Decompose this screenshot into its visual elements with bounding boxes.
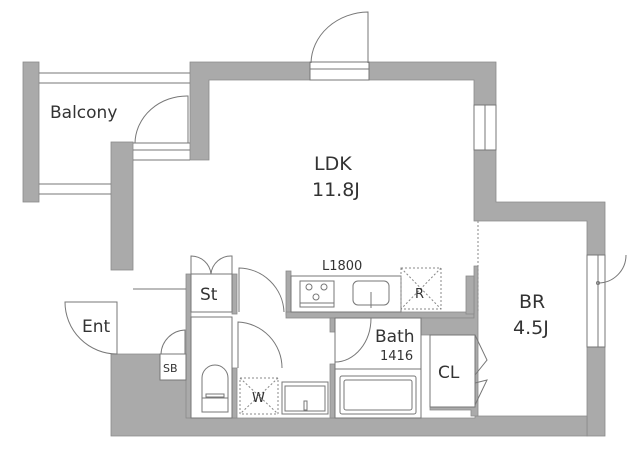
storage: St	[190, 255, 233, 313]
vanity-sink	[281, 381, 329, 415]
balcony-label: Balcony	[50, 103, 117, 123]
washroom-door[interactable]	[237, 321, 283, 369]
br-size-label: 4.5J	[513, 317, 549, 339]
ldk-north-west-wall	[189, 61, 311, 161]
balcony: Balcony	[39, 72, 190, 195]
balcony-outer-wall	[22, 61, 40, 203]
closet: CL	[429, 334, 488, 408]
storage-east-wall	[231, 273, 238, 315]
wc-west-wall	[185, 273, 192, 419]
bathtub-icon	[339, 375, 417, 415]
br-label: BR	[519, 291, 545, 313]
refrigerator-label: R	[415, 287, 424, 302]
washer-space	[239, 377, 279, 415]
entrance-label: Ent	[82, 317, 111, 337]
kitchen-counter	[290, 275, 402, 313]
bath-door[interactable]	[334, 317, 372, 363]
bath-label: Bath	[375, 327, 415, 347]
br-north-wall	[473, 149, 606, 256]
washer-label: W	[252, 391, 265, 406]
west-wall	[110, 141, 134, 271]
closet-door-lower[interactable]	[474, 379, 488, 406]
closet-label: CL	[438, 363, 460, 383]
shoe-box-label: SB	[163, 362, 178, 375]
ldk-north-east-wall	[368, 61, 497, 106]
ldk-north-door[interactable]	[309, 11, 370, 81]
storage-door-left[interactable]	[190, 255, 212, 275]
stove-icon	[299, 280, 335, 308]
kitchen-end-wall	[465, 275, 475, 315]
br-east-door[interactable]	[586, 254, 627, 348]
shoe-box-door[interactable]	[160, 329, 186, 355]
bath-size-label: 1416	[380, 349, 413, 364]
ldk-corridor-door[interactable]	[238, 267, 285, 313]
storage-door-right[interactable]	[210, 255, 233, 275]
entrance: Ent SB	[64, 288, 187, 381]
bathroom: Bath 1416	[334, 317, 422, 419]
ldk-east-window	[473, 104, 497, 151]
storage-label: St	[200, 285, 218, 305]
ldk-size-label: 11.8J	[312, 179, 360, 201]
wc-east-wall	[231, 367, 238, 419]
entrance-door[interactable]	[64, 301, 118, 355]
kitchen: L1800 R	[290, 259, 442, 313]
washroom: W	[190, 316, 329, 419]
balcony-door[interactable]	[134, 95, 189, 144]
kitchen-west-wall	[285, 270, 292, 316]
bath-door-jamb	[329, 317, 336, 333]
bath-west-wall	[329, 363, 336, 419]
refrigerator-space	[400, 267, 442, 310]
br-east-wall	[586, 346, 606, 437]
kitchen-length-label: L1800	[322, 259, 362, 274]
closet-door-upper[interactable]	[474, 334, 488, 376]
ldk-label: LDK	[314, 153, 352, 175]
toilet-icon	[201, 364, 229, 413]
kitchen-south-wall	[285, 311, 475, 319]
